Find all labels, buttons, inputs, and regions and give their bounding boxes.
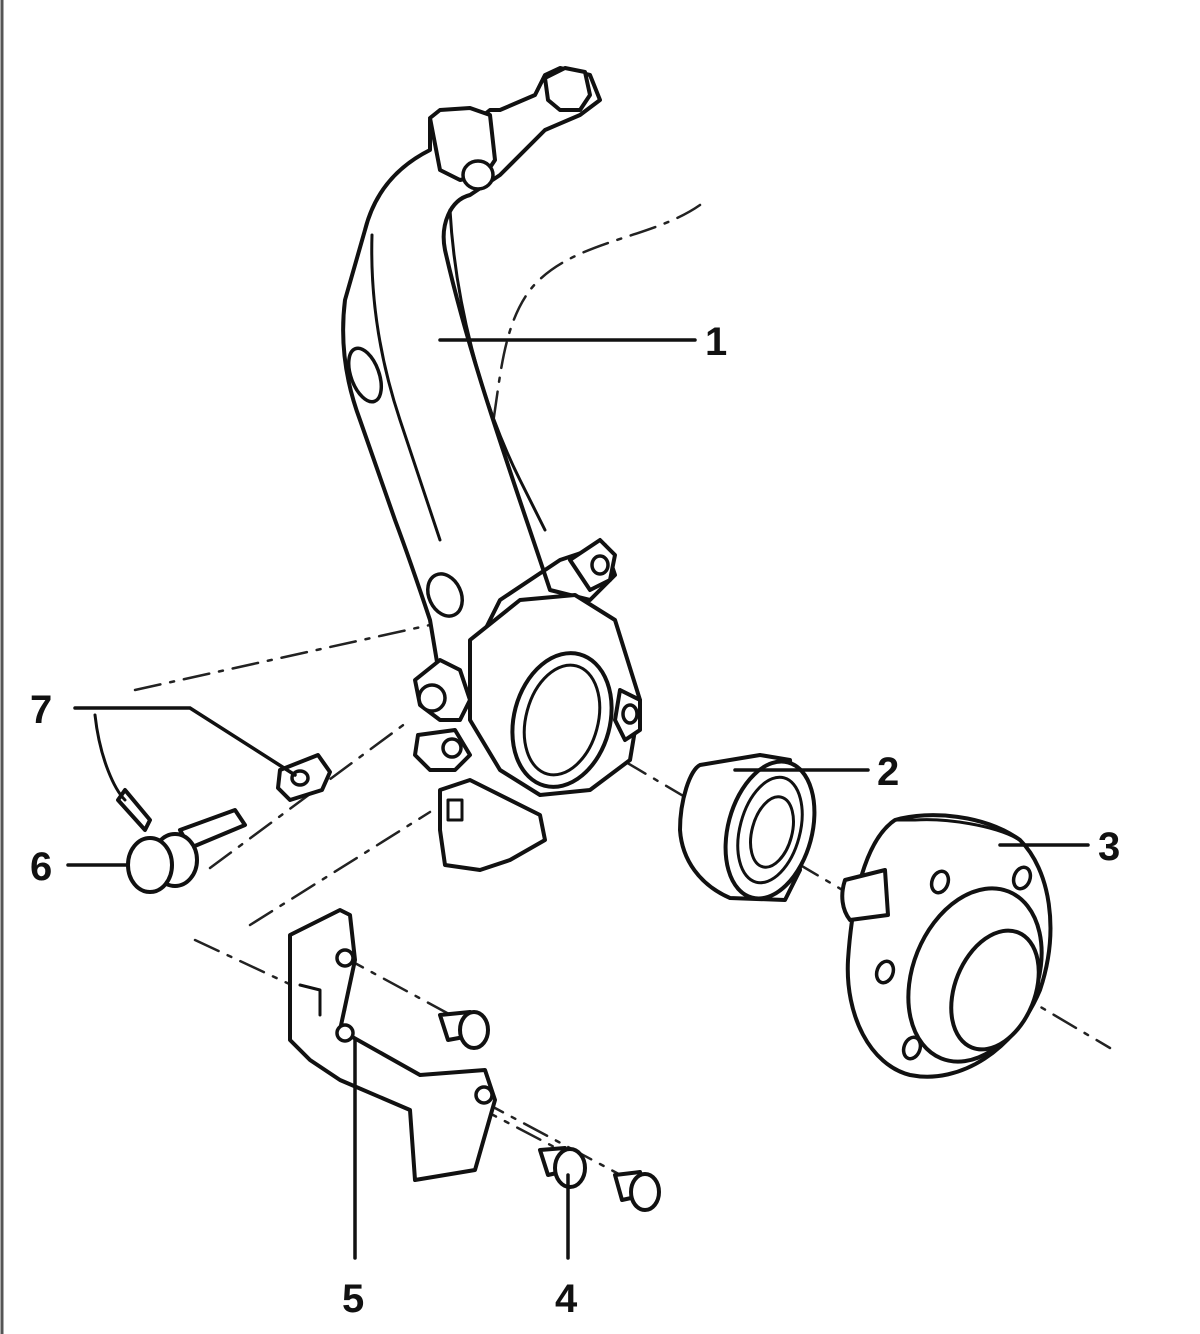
- clamp-bolt-head: [126, 836, 174, 894]
- knuckle-top-hole: [461, 159, 495, 191]
- leader-7: [73, 706, 297, 777]
- shield-hole-right: [474, 1085, 494, 1105]
- shield-bolt-2-head: [553, 1147, 587, 1189]
- housing-ear-top-hole: [590, 554, 610, 576]
- callout-3: 3: [1098, 825, 1120, 869]
- clamp-bolt-hole: [417, 683, 447, 713]
- knuckle-side-slot: [346, 346, 384, 404]
- stud-hole-2: [1011, 865, 1033, 891]
- shield-bolts: [438, 1010, 661, 1212]
- bearing-face-inner-race: [749, 795, 795, 869]
- shield-bolt-1-head: [458, 1010, 490, 1050]
- callout-2: 2: [877, 750, 899, 794]
- shield-bolt-3-head: [629, 1172, 661, 1212]
- hub-stub: [840, 868, 890, 922]
- clamp-nut: [276, 753, 332, 802]
- knuckle-rib-line: [370, 233, 442, 542]
- bolt-axis-line-shield-right: [478, 1098, 632, 1182]
- leader-7-curve: [93, 713, 127, 802]
- lower-block-notch: [446, 798, 464, 822]
- bearing-bore-inner: [522, 663, 602, 777]
- housing-ear-right-hole: [621, 703, 639, 725]
- steering-knuckle: [341, 66, 642, 872]
- tie-rod-arm-boss: [543, 66, 592, 112]
- knuckle-lower-slot: [426, 572, 464, 618]
- splash-shield: [288, 908, 497, 1182]
- shield-hole-top: [335, 948, 355, 968]
- hub-flange-edge: [893, 818, 1022, 842]
- knuckle-lower-block: [438, 778, 547, 872]
- callout-5: 5: [342, 1277, 364, 1321]
- bolt-axis-line-upper: [133, 623, 432, 692]
- clamp-lower-hole: [441, 737, 463, 759]
- knuckle-back-line: [448, 208, 547, 532]
- stud-hole-4: [901, 1035, 923, 1061]
- wheel-hub: [840, 813, 1053, 1079]
- clamp-bolt: [116, 788, 247, 894]
- shield-hole-mid: [335, 1023, 355, 1043]
- stud-hole-1: [929, 869, 951, 895]
- callout-labels: 1 2 3 4 5 6 7: [30, 320, 1120, 1321]
- hub-center-bore: [949, 928, 1041, 1052]
- stud-hole-3: [874, 959, 896, 985]
- leader-lines: [66, 338, 1090, 1260]
- bolt-axis-line-shield-top: [338, 953, 462, 1022]
- shield-bend-line: [298, 983, 322, 1017]
- callout-7: 7: [30, 688, 52, 732]
- knuckle-strut-arm: [341, 66, 617, 702]
- callout-6: 6: [30, 845, 52, 889]
- wheel-bearing: [678, 753, 817, 902]
- callout-4: 4: [555, 1277, 578, 1321]
- bearing-face-seal: [736, 775, 804, 885]
- bolt-axis-line-lower: [248, 810, 432, 927]
- callout-1: 1: [705, 320, 727, 364]
- bearing-face-outer: [723, 759, 817, 901]
- shield-plate: [288, 908, 497, 1182]
